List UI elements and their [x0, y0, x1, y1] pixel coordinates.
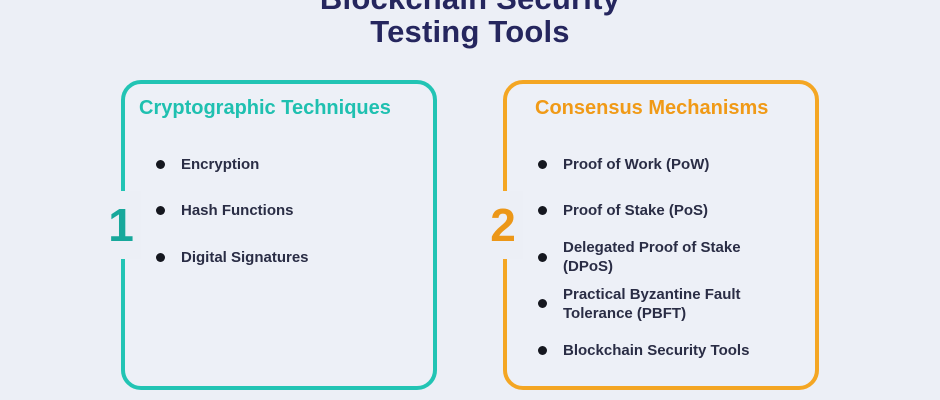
list-item: Hash Functions: [181, 202, 294, 219]
bullet-icon: [538, 253, 547, 262]
list-item: Practical Byzantine Fault Tolerance (PBF…: [563, 286, 741, 322]
card-consensus-mechanisms: Consensus Mechanisms 2 Proof of Work (Po…: [483, 80, 819, 390]
list-item: Blockchain Security Tools: [563, 342, 750, 359]
list-item: Proof of Stake (PoS): [563, 202, 709, 219]
list-item: Digital Signatures: [181, 249, 309, 266]
card-heading: Cryptographic Techniques: [139, 97, 391, 119]
bullet-list: Encryption Hash Functions Digital Signat…: [125, 84, 433, 386]
card-number: 1: [101, 191, 141, 259]
list-item: Delegated Proof of Stake (DPoS): [563, 239, 741, 275]
bullet-list: Proof of Work (PoW) Proof of Stake (PoS)…: [507, 84, 815, 386]
bullet-icon: [538, 206, 547, 215]
card-cryptographic-techniques: Cryptographic Techniques 1 Encryption Ha…: [101, 80, 437, 390]
bullet-icon: [156, 253, 165, 262]
list-item: Encryption: [181, 156, 260, 173]
list-item: Proof of Work (PoW): [563, 156, 710, 173]
card-heading: Consensus Mechanisms: [535, 97, 769, 119]
bullet-icon: [538, 346, 547, 355]
bullet-icon: [156, 206, 165, 215]
page-title: Testing Tools: [370, 14, 570, 49]
bullet-icon: [538, 160, 547, 169]
card-number: 2: [483, 191, 523, 259]
bullet-icon: [538, 299, 547, 308]
page-title-top-line: Blockchain Security: [0, 0, 940, 17]
bullet-icon: [156, 160, 165, 169]
